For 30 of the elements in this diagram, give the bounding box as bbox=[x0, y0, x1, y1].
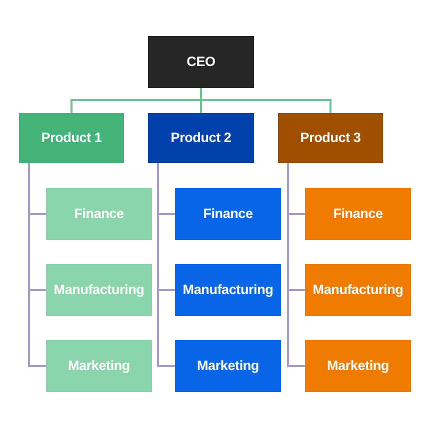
node-label: Product 3 bbox=[300, 130, 361, 146]
department-box bbox=[19, 113, 124, 163]
connector-line bbox=[287, 163, 305, 367]
node-label: Finance bbox=[333, 206, 383, 222]
node-label: CEO bbox=[186, 54, 216, 70]
node-label: Marketing bbox=[327, 358, 389, 374]
function-box bbox=[46, 340, 152, 392]
connector-line bbox=[28, 163, 46, 367]
function-box bbox=[175, 340, 281, 392]
node-label: Marketing bbox=[68, 358, 130, 374]
ceo-box bbox=[148, 36, 254, 88]
node-label: Manufacturing bbox=[182, 282, 274, 298]
function-box bbox=[305, 340, 411, 392]
node-label: Finance bbox=[203, 206, 253, 222]
node-label: Manufacturing bbox=[312, 282, 404, 298]
node-label: Product 1 bbox=[41, 130, 102, 146]
department-box bbox=[278, 113, 383, 163]
function-box bbox=[175, 188, 281, 240]
node-label: Finance bbox=[74, 206, 124, 222]
node-label: Product 2 bbox=[170, 130, 232, 146]
node-label: Manufacturing bbox=[54, 282, 144, 298]
function-box bbox=[175, 264, 281, 316]
connector-line bbox=[157, 163, 175, 367]
connector-line bbox=[200, 88, 332, 113]
function-box bbox=[46, 188, 152, 240]
function-box bbox=[46, 264, 152, 316]
node-label: Marketing bbox=[197, 358, 259, 374]
department-box bbox=[148, 113, 254, 163]
function-box bbox=[305, 264, 411, 316]
function-box bbox=[305, 188, 411, 240]
